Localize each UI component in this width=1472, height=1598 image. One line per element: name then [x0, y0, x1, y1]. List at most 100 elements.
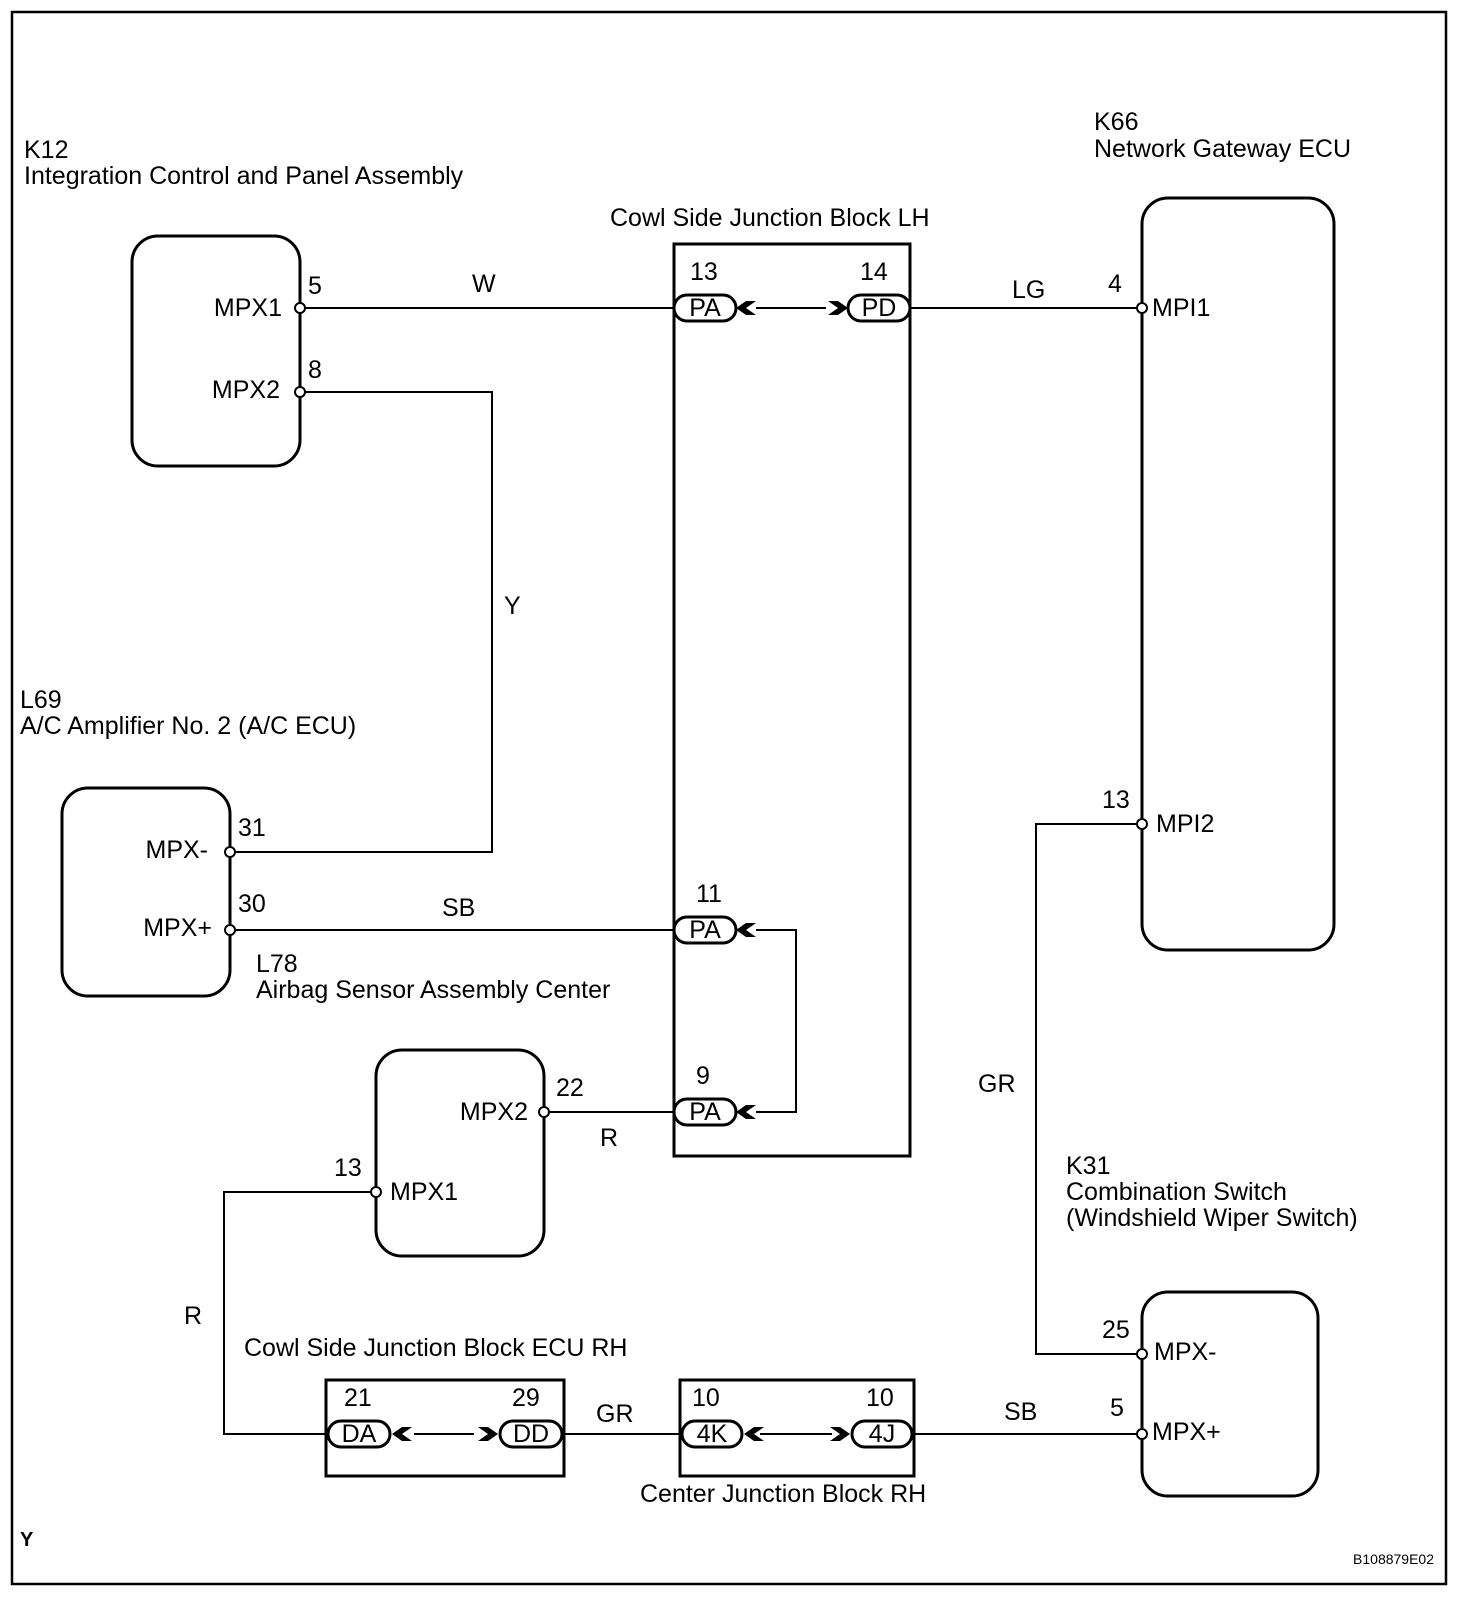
k31-name-line2: (Windshield Wiper Switch)	[1066, 1204, 1358, 1232]
center-rh-c10b-label: 4J	[869, 1420, 895, 1448]
l78-mpx1-label: MPX1	[390, 1178, 458, 1206]
outer-frame	[10, 10, 1448, 1586]
cowl-lh-c14-arrow	[828, 301, 848, 315]
junction-cowl-lh: Cowl Side Junction Block LH 13 PA 14 PD …	[610, 204, 930, 1158]
k66-mpi1-label: MPI1	[1152, 294, 1210, 322]
l69-pin30	[224, 924, 236, 936]
center-rh-c10b-connector	[850, 1419, 914, 1449]
l78-box	[374, 1048, 546, 1258]
cowl-ecu-rh-name: Cowl Side Junction Block ECU RH	[244, 1334, 627, 1362]
cowl-ecu-rh-c29-label: DD	[513, 1420, 549, 1448]
center-rh-c10b-arrow	[830, 1427, 850, 1441]
wire-label-sb-2: SB	[1004, 1398, 1037, 1426]
k31-pin5	[1136, 1428, 1148, 1440]
component-k31: K31 Combination Switch (Windshield Wiper…	[1066, 1152, 1358, 1498]
k66-pin4-number: 4	[1108, 270, 1122, 298]
figure-code: B108879E02	[1353, 1551, 1434, 1567]
cowl-lh-c9-number: 9	[696, 1062, 710, 1090]
k12-mpx2-label: MPX2	[212, 376, 280, 404]
component-l69: L69 A/C Amplifier No. 2 (A/C ECU) MPX- 3…	[20, 686, 356, 998]
l78-pin13	[370, 1186, 382, 1198]
l78-pin22-number: 22	[556, 1074, 584, 1102]
wire-label-sb-1: SB	[442, 894, 475, 922]
component-k12: K12 Integration Control and Panel Assemb…	[24, 136, 464, 468]
cowl-lh-c11-number: 11	[696, 880, 722, 908]
cowl-lh-c14-connector	[846, 293, 912, 323]
k12-pin8	[294, 386, 306, 398]
l69-name: A/C Amplifier No. 2 (A/C ECU)	[20, 712, 356, 740]
wire-label-w: W	[472, 270, 496, 298]
k12-mpx1-label: MPX1	[214, 294, 282, 322]
component-l78: L78 Airbag Sensor Assembly Center MPX2 2…	[256, 950, 610, 1258]
k12-pin5-number: 5	[308, 272, 322, 300]
wire-label-lg: LG	[1012, 276, 1045, 304]
l78-code: L78	[256, 950, 298, 978]
cowl-lh-c14-label: PD	[862, 294, 897, 322]
l69-pin31-number: 31	[238, 814, 266, 842]
cowl-ecu-rh-c21-number: 21	[344, 1384, 372, 1412]
cowl-lh-c14-number: 14	[860, 258, 888, 286]
cowl-lh-c11-arrow	[736, 923, 756, 937]
cowl-lh-c11-label: PA	[689, 916, 721, 944]
l69-code: L69	[20, 686, 62, 714]
cowl-lh-c13-arrow	[736, 301, 756, 315]
center-rh-c10b-number: 10	[866, 1384, 894, 1412]
k12-name: Integration Control and Panel Assembly	[24, 162, 464, 190]
center-rh-box	[678, 1378, 916, 1478]
k66-mpi2-label: MPI2	[1156, 810, 1214, 838]
cowl-lh-c13-label: PA	[689, 294, 721, 322]
wire-labels: W LG Y SB R R GR GR SB	[184, 270, 1045, 1428]
wires	[223, 307, 1142, 1435]
l78-pin13-number: 13	[334, 1154, 362, 1182]
l78-name: Airbag Sensor Assembly Center	[256, 976, 610, 1004]
cowl-ecu-rh-c21-label: DA	[342, 1420, 377, 1448]
k31-pin25	[1136, 1348, 1148, 1360]
l78-pin22	[538, 1106, 550, 1118]
center-rh-c10a-number: 10	[692, 1384, 720, 1412]
cowl-ecu-rh-box	[324, 1378, 566, 1478]
cowl-ecu-rh-c21-connector	[326, 1419, 392, 1449]
k66-name: Network Gateway ECU	[1094, 135, 1351, 163]
cowl-ecu-rh-c29-arrow	[478, 1427, 498, 1441]
k12-code: K12	[24, 136, 68, 164]
wire-label-r-1: R	[600, 1124, 618, 1152]
wire-label-gr-1: GR	[978, 1070, 1016, 1098]
k12-box	[130, 234, 302, 468]
k66-pin13	[1136, 818, 1148, 830]
k66-pin13-number: 13	[1102, 786, 1130, 814]
junction-center-rh: 10 4K 10 4J Center Junction Block RH	[640, 1378, 926, 1508]
cowl-lh-c9-arrow	[736, 1105, 756, 1119]
l69-pin30-number: 30	[238, 890, 266, 918]
center-rh-name: Center Junction Block RH	[640, 1480, 926, 1508]
cowl-lh-c13-number: 13	[690, 258, 718, 286]
k66-box	[1140, 196, 1336, 952]
l69-mpx-minus-label: MPX-	[146, 836, 209, 864]
footer-y-label: Y	[20, 1529, 34, 1551]
k31-box	[1140, 1290, 1320, 1498]
cowl-ecu-rh-c29-number: 29	[512, 1384, 540, 1412]
wire-label-gr-2: GR	[596, 1400, 634, 1428]
k66-pin4	[1136, 302, 1148, 314]
k12-pin5	[294, 302, 306, 314]
k12-pin8-number: 8	[308, 356, 322, 384]
k31-name-line1: Combination Switch	[1066, 1178, 1287, 1206]
k31-code: K31	[1066, 1152, 1110, 1180]
k31-mpx-minus-label: MPX-	[1154, 1338, 1217, 1366]
k31-pin25-number: 25	[1102, 1316, 1130, 1344]
junction-cowl-ecu-rh: Cowl Side Junction Block ECU RH 21 DA 29…	[244, 1334, 627, 1478]
k31-pin5-number: 5	[1110, 1394, 1124, 1422]
k31-mpx-plus-label: MPX+	[1152, 1418, 1221, 1446]
l69-pin31	[224, 846, 236, 858]
cowl-ecu-rh-c21-arrow	[392, 1427, 412, 1441]
k66-code: K66	[1094, 108, 1138, 136]
cowl-lh-name: Cowl Side Junction Block LH	[610, 204, 930, 232]
l69-box	[60, 786, 232, 998]
center-rh-c10a-label: 4K	[697, 1420, 728, 1448]
cowl-lh-box	[672, 242, 912, 1158]
cowl-lh-c9-label: PA	[689, 1098, 721, 1126]
wire-label-r-2: R	[184, 1302, 202, 1330]
wire-label-y: Y	[504, 592, 521, 620]
center-rh-c10a-connector	[680, 1419, 744, 1449]
l78-mpx2-label: MPX2	[460, 1098, 528, 1126]
